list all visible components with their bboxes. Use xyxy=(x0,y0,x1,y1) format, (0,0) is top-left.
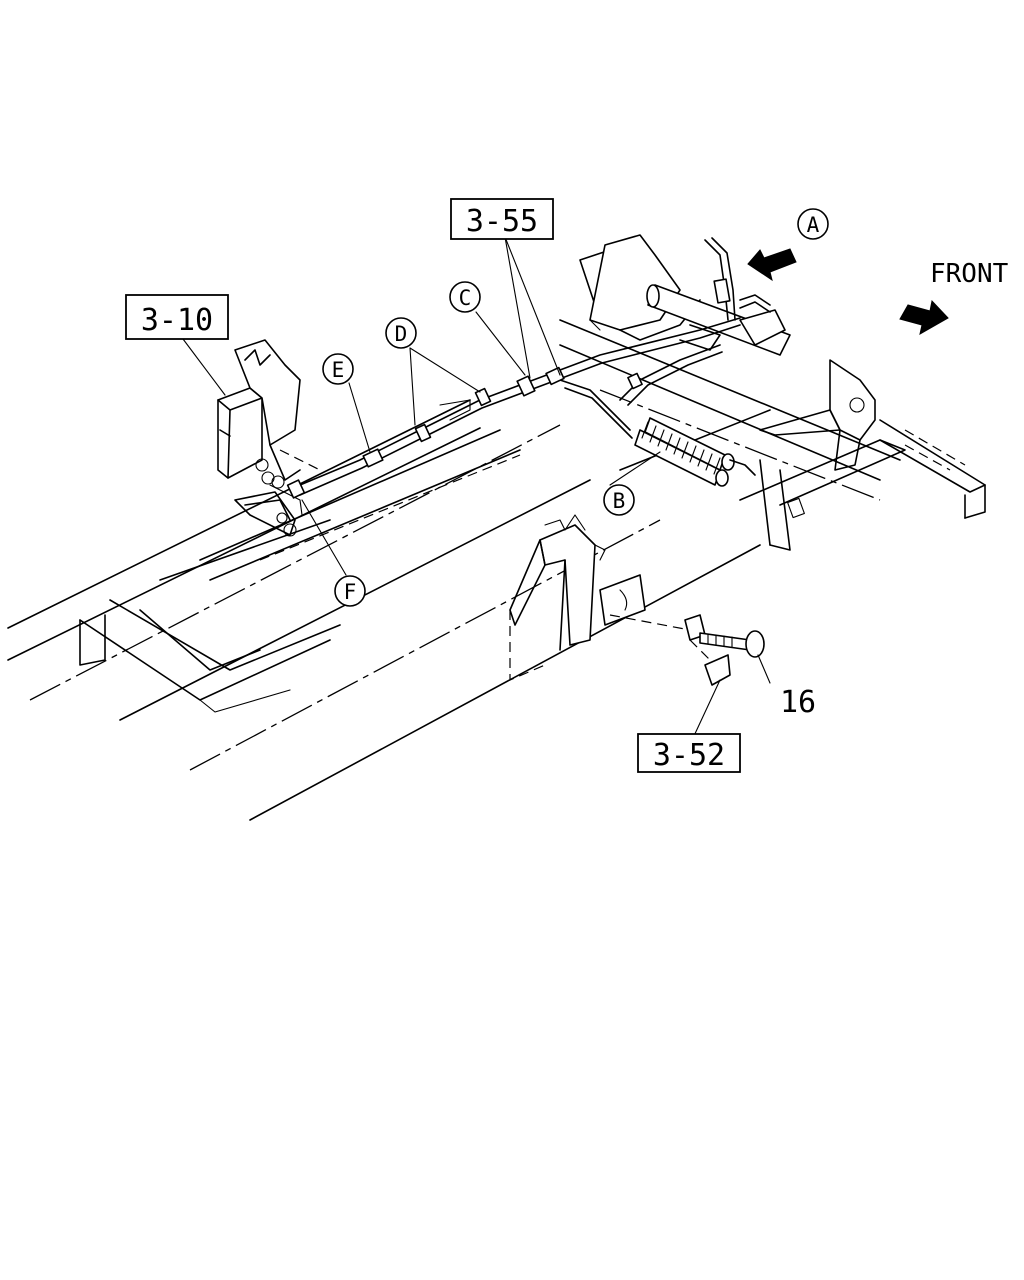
callout-3-10: 3-10 xyxy=(125,294,229,340)
arrow-icon xyxy=(747,248,797,282)
svg-text:B: B xyxy=(613,489,626,513)
circle-label-a: A xyxy=(797,208,829,240)
svg-text:A: A xyxy=(807,213,820,237)
svg-text:C: C xyxy=(459,286,472,310)
front-label: FRONT xyxy=(930,259,1009,289)
callout-3-10-label: 3-10 xyxy=(141,303,213,338)
callout-3-52-label: 3-52 xyxy=(653,738,725,773)
callout-3-52: 3-52 xyxy=(637,733,741,773)
cross-tube xyxy=(646,284,791,356)
chassis-frame xyxy=(7,319,986,821)
circle-label-c: C xyxy=(449,281,481,313)
circle-label-e: E xyxy=(322,353,354,385)
front-bracket-right xyxy=(759,359,876,471)
svg-text:D: D xyxy=(395,322,408,346)
svg-text:E: E xyxy=(332,358,345,382)
circle-label-b: B xyxy=(603,484,635,516)
brake-pipes xyxy=(271,237,771,499)
callout-3-55-label: 3-55 xyxy=(466,204,538,239)
callout-3-55: 3-55 xyxy=(450,198,554,240)
part-number-16: 16 xyxy=(780,685,816,720)
leader-lines xyxy=(179,236,771,739)
circle-label-f: F xyxy=(334,575,366,607)
bolt-part-16 xyxy=(609,614,765,686)
svg-text:F: F xyxy=(344,580,357,604)
flex-hose xyxy=(634,417,756,487)
circle-label-d: D xyxy=(385,317,417,349)
front-bracket-left xyxy=(579,234,701,341)
front-arrow-icon xyxy=(899,299,949,335)
rear-bracket-assembly xyxy=(217,339,321,537)
